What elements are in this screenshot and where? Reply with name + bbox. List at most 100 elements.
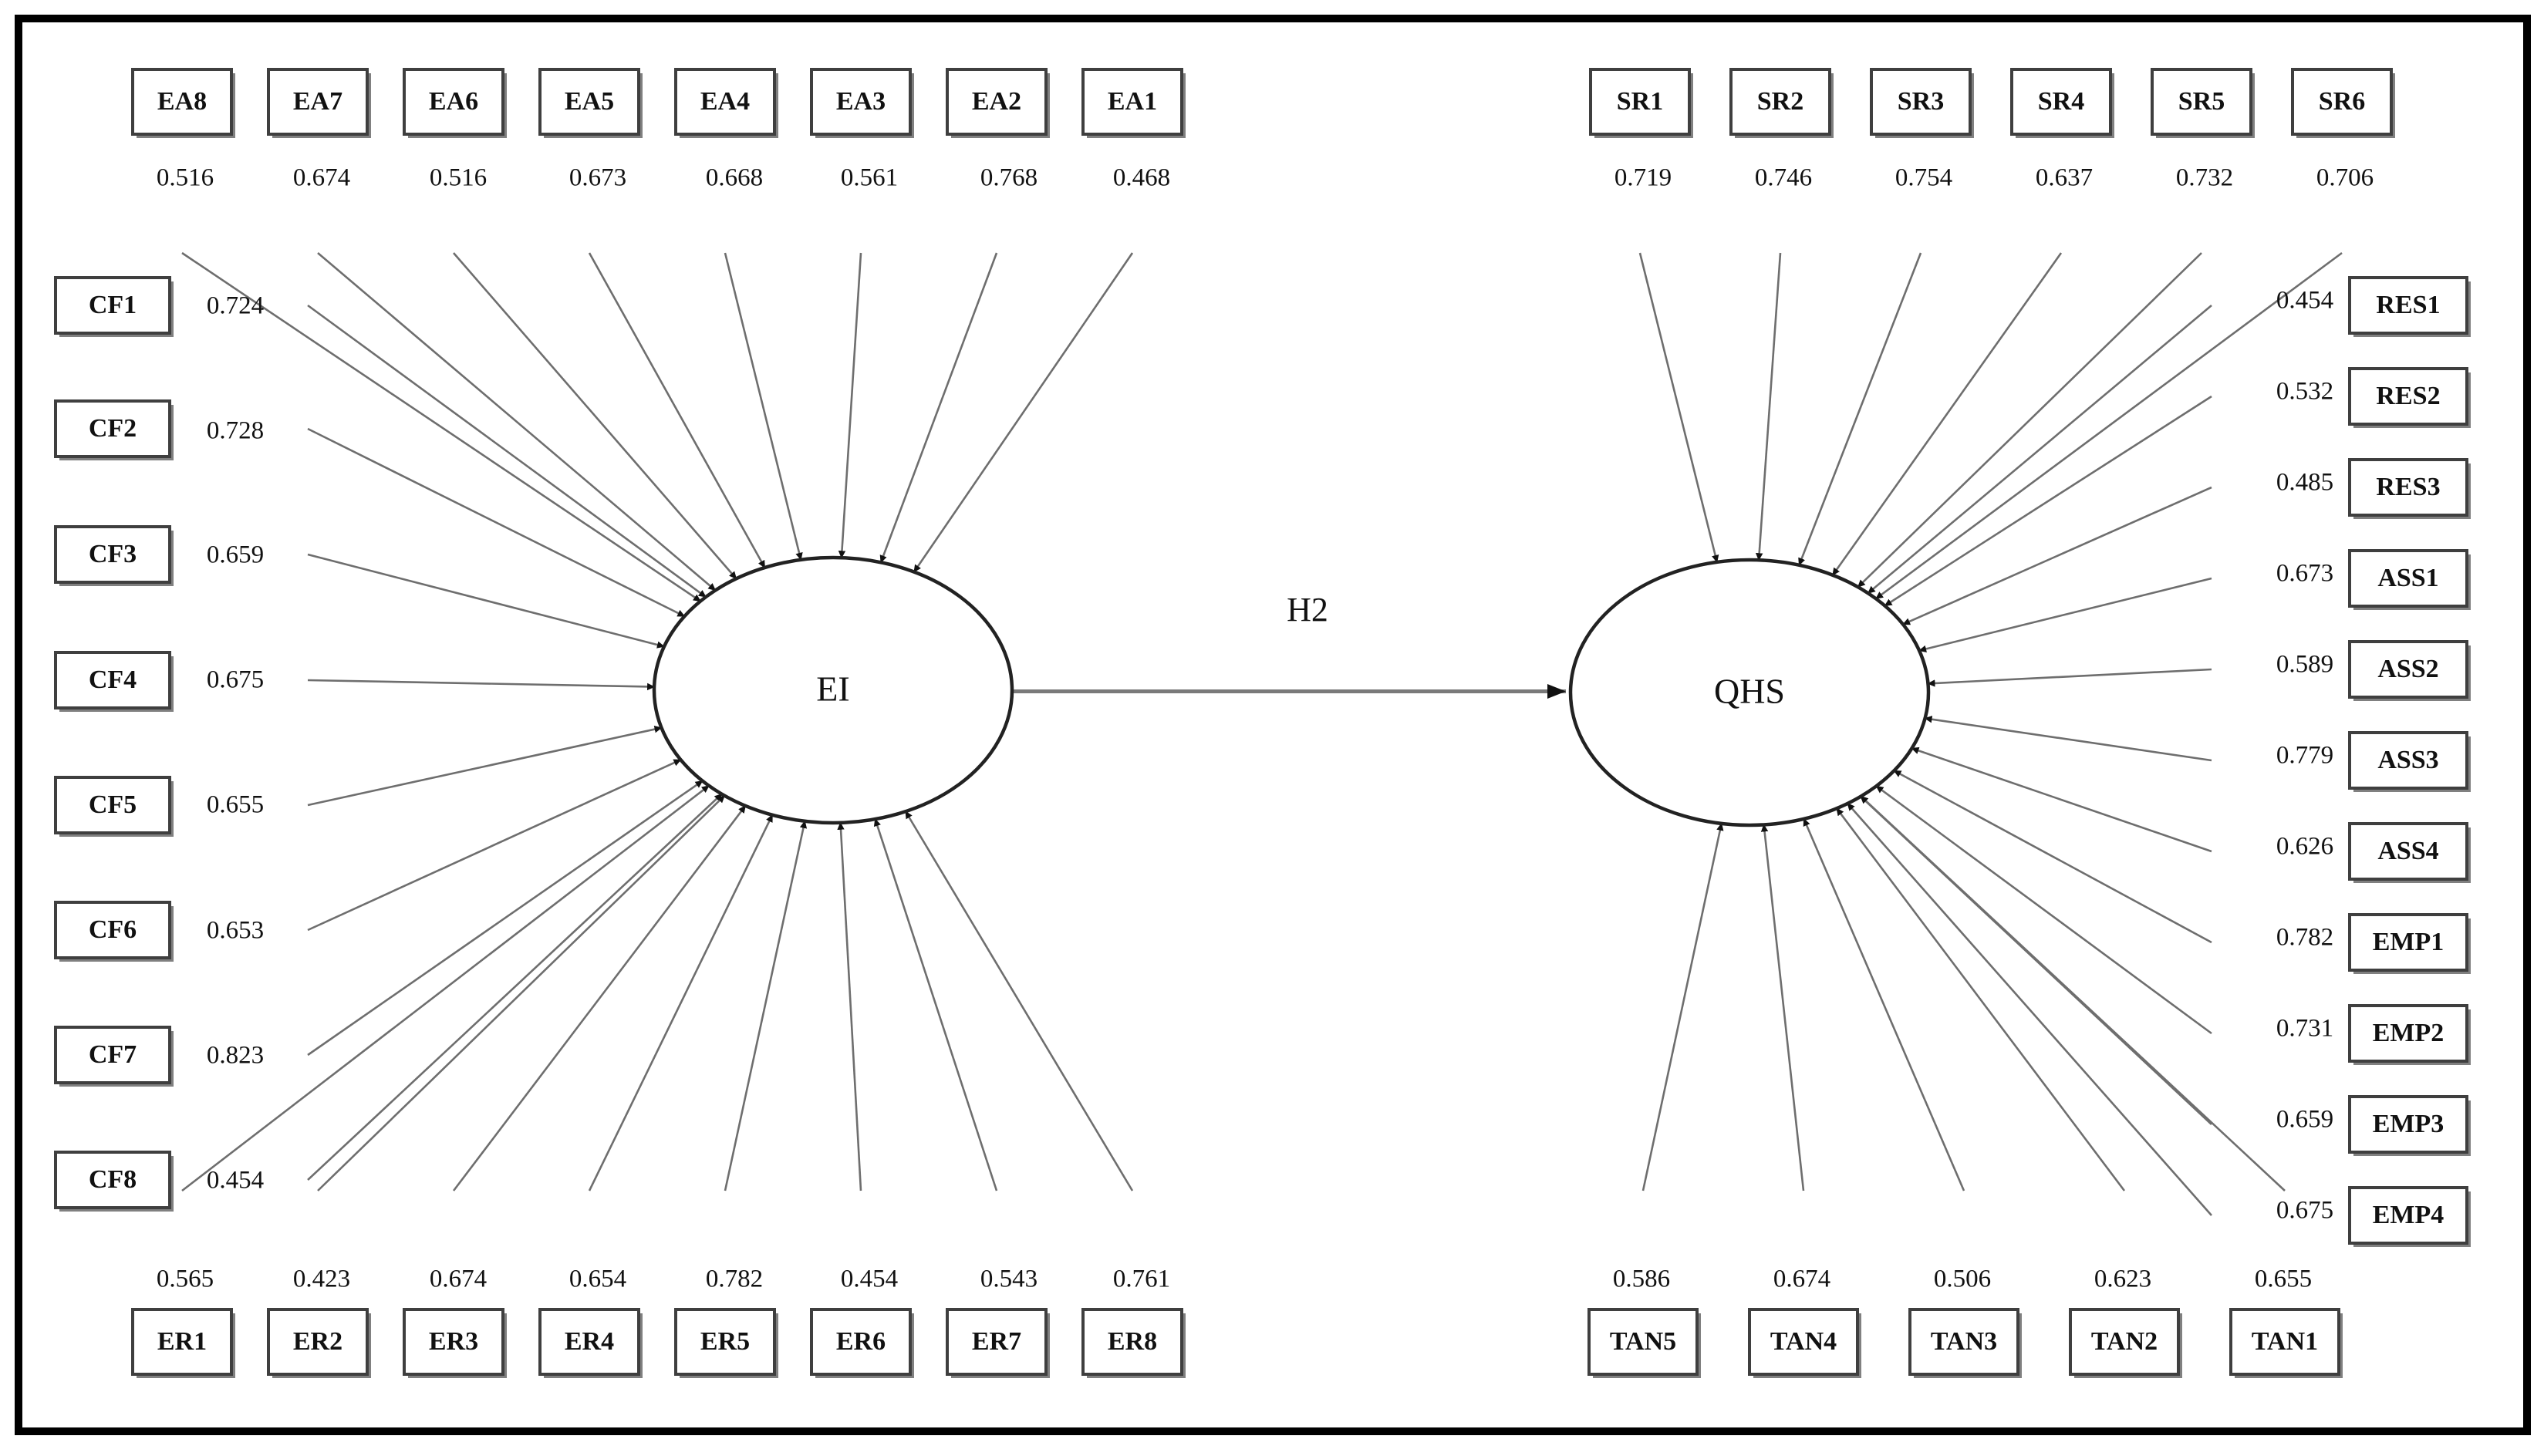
loading-arrow-cf7: [307, 780, 703, 1057]
loading-arrow-sr2: [1755, 252, 1782, 561]
loading-value-cf3: 0.659: [207, 541, 264, 569]
structural-paths-layer: H2: [1012, 591, 1566, 699]
loading-arrow-ea4: [724, 252, 803, 561]
indicator-box-er6[interactable]: ER6: [810, 1308, 912, 1376]
indicator-label: SR1: [1617, 87, 1663, 116]
indicator-label: EMP2: [2373, 1019, 2444, 1047]
loading-value-cf4: 0.675: [207, 666, 264, 694]
loading-arrow-cf6: [307, 759, 682, 932]
loading-arrow-emp1: [1893, 770, 2212, 944]
indicator-box-ea6[interactable]: EA6: [403, 68, 504, 136]
indicator-box-tan4[interactable]: TAN4: [1748, 1308, 1859, 1376]
loading-arrow-cf4: [307, 679, 656, 691]
indicator-box-sr5[interactable]: SR5: [2151, 68, 2252, 136]
indicator-label: ER3: [429, 1327, 478, 1356]
loading-arrow-ea6: [453, 252, 737, 580]
indicator-box-ea7[interactable]: EA7: [267, 68, 369, 136]
indicator-box-res2[interactable]: RES2: [2348, 367, 2468, 426]
indicator-label: RES1: [2376, 291, 2440, 319]
loading-arrow-emp4: [1847, 803, 2212, 1216]
indicator-box-er7[interactable]: ER7: [946, 1308, 1048, 1376]
hypothesis-label-h2: H2: [1287, 591, 1328, 629]
indicator-box-ass2[interactable]: ASS2: [2348, 640, 2468, 699]
indicator-box-cf4[interactable]: CF4: [54, 651, 171, 709]
indicator-box-ea5[interactable]: EA5: [538, 68, 640, 136]
loading-arrow-ea8: [181, 251, 701, 602]
loading-value-ea5: 0.673: [569, 164, 626, 192]
indicator-box-emp1[interactable]: EMP1: [2348, 913, 2468, 972]
indicator-box-sr2[interactable]: SR2: [1729, 68, 1831, 136]
loading-value-tan3: 0.506: [1934, 1266, 1991, 1293]
loading-value-emp1: 0.782: [2276, 924, 2333, 952]
loading-value-ass3: 0.779: [2276, 742, 2333, 770]
indicator-box-emp4[interactable]: EMP4: [2348, 1186, 2468, 1245]
loading-arrow-ea3: [838, 252, 862, 559]
indicator-label: ASS1: [2377, 564, 2438, 592]
indicator-box-sr1[interactable]: SR1: [1589, 68, 1691, 136]
loading-value-er8: 0.761: [1113, 1266, 1170, 1293]
indicator-box-tan5[interactable]: TAN5: [1587, 1308, 1699, 1376]
indicator-box-ass3[interactable]: ASS3: [2348, 731, 2468, 790]
indicator-label: EA8: [157, 87, 207, 116]
indicator-box-cf2[interactable]: CF2: [54, 399, 171, 458]
indicator-box-tan3[interactable]: TAN3: [1908, 1308, 2019, 1376]
loading-arrow-ea1: [913, 252, 1134, 573]
indicator-box-ass1[interactable]: ASS1: [2348, 549, 2468, 608]
indicator-label: ER2: [293, 1327, 342, 1356]
indicator-box-ea3[interactable]: EA3: [810, 68, 912, 136]
indicator-box-cf8[interactable]: CF8: [54, 1151, 171, 1209]
loading-arrow-ass4: [1911, 747, 2212, 853]
indicator-box-sr6[interactable]: SR6: [2291, 68, 2393, 136]
indicator-box-cf5[interactable]: CF5: [54, 776, 171, 834]
indicator-box-cf7[interactable]: CF7: [54, 1026, 171, 1084]
loading-value-sr4: 0.637: [2036, 164, 2093, 192]
loading-value-tan1: 0.655: [2255, 1266, 2312, 1293]
loading-arrow-emp2: [1875, 785, 2212, 1035]
loading-arrow-res1: [1867, 305, 2212, 595]
loading-arrow-res2: [1884, 395, 2212, 607]
indicator-box-tan2[interactable]: TAN2: [2069, 1308, 2180, 1376]
indicator-label: RES2: [2376, 382, 2440, 410]
indicator-box-sr3[interactable]: SR3: [1870, 68, 1972, 136]
indicator-label: EA7: [293, 87, 342, 116]
indicator-box-er1[interactable]: ER1: [131, 1308, 233, 1376]
indicator-box-er8[interactable]: ER8: [1081, 1308, 1183, 1376]
indicator-box-emp2[interactable]: EMP2: [2348, 1004, 2468, 1063]
indicator-label: SR3: [1898, 87, 1944, 116]
indicator-box-res1[interactable]: RES1: [2348, 276, 2468, 335]
figure-border: [15, 15, 2531, 1435]
indicator-label: RES3: [2376, 473, 2440, 501]
indicator-label: CF7: [89, 1040, 137, 1069]
loading-value-cf8: 0.454: [207, 1167, 264, 1195]
indicator-box-er3[interactable]: ER3: [403, 1308, 504, 1376]
loading-arrow-er8: [904, 811, 1134, 1191]
indicator-label: EMP3: [2373, 1110, 2444, 1138]
loading-arrow-er4: [588, 814, 774, 1191]
indicator-box-ea4[interactable]: EA4: [674, 68, 776, 136]
loading-value-er7: 0.543: [980, 1266, 1038, 1293]
indicator-label: ER1: [157, 1327, 207, 1356]
indicator-box-cf1[interactable]: CF1: [54, 276, 171, 335]
loading-value-emp4: 0.675: [2276, 1197, 2333, 1225]
indicator-box-ea8[interactable]: EA8: [131, 68, 233, 136]
loading-arrow-res3: [1902, 486, 2212, 625]
indicator-box-er4[interactable]: ER4: [538, 1308, 640, 1376]
indicator-box-ea1[interactable]: EA1: [1081, 68, 1183, 136]
indicator-box-ea2[interactable]: EA2: [946, 68, 1048, 136]
indicator-box-res3[interactable]: RES3: [2348, 458, 2468, 517]
loading-arrow-ea2: [879, 252, 998, 564]
indicator-box-er2[interactable]: ER2: [267, 1308, 369, 1376]
indicator-box-emp3[interactable]: EMP3: [2348, 1095, 2468, 1154]
indicator-box-sr4[interactable]: SR4: [2010, 68, 2112, 136]
indicator-box-cf3[interactable]: CF3: [54, 525, 171, 584]
indicator-box-tan1[interactable]: TAN1: [2229, 1308, 2340, 1376]
indicator-box-ass4[interactable]: ASS4: [2348, 822, 2468, 881]
loading-value-emp3: 0.659: [2276, 1106, 2333, 1134]
loading-arrow-sr3: [1798, 252, 1922, 566]
indicator-box-cf6[interactable]: CF6: [54, 901, 171, 959]
loading-arrow-ea7: [317, 252, 717, 592]
indicator-box-er5[interactable]: ER5: [674, 1308, 776, 1376]
indicator-label: TAN2: [2091, 1327, 2158, 1356]
indicator-label: ER8: [1108, 1327, 1157, 1356]
